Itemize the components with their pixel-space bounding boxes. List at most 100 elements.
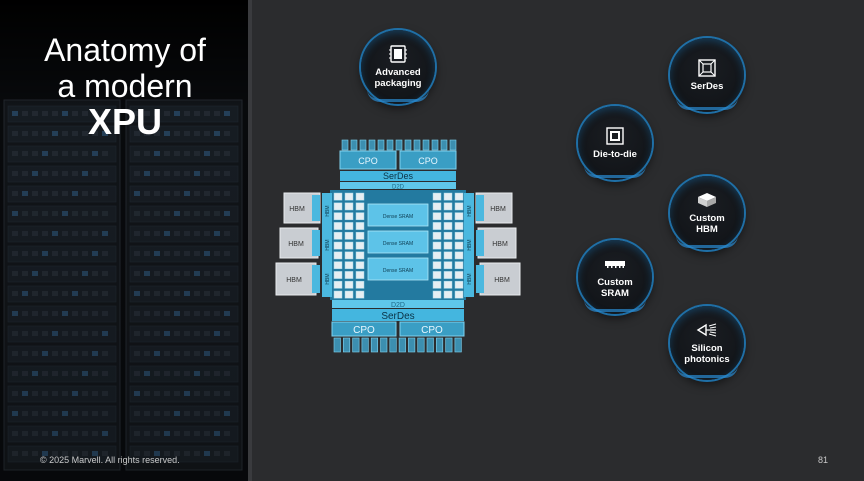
core-cell [454, 261, 464, 270]
left-phy-label-3: HBM [325, 273, 331, 284]
sram-block-2 [367, 230, 429, 254]
bubble-serdes: SerDes [670, 38, 744, 112]
label-line-1: Silicon [691, 343, 723, 354]
serdes-top [340, 171, 456, 181]
right-phy-label-1: HBM [467, 205, 473, 216]
core-cell [432, 261, 442, 270]
core-cell [355, 241, 365, 250]
pin [389, 337, 397, 353]
cpo-top-right [399, 150, 457, 170]
core-cell [443, 231, 453, 240]
bubble-custom-hbm-label: Custom HBM [689, 213, 724, 235]
core-cell [344, 202, 354, 211]
core-cell [344, 271, 354, 279]
title-line-3: XPU [87, 101, 163, 142]
core-cell [333, 271, 343, 279]
pin [408, 337, 416, 353]
label-line-2: HBM [696, 224, 718, 235]
label-line-1: Custom [689, 213, 725, 224]
left-phy-strip [322, 193, 332, 297]
serdes-top-label: SerDes [383, 171, 414, 181]
core-cell [454, 202, 464, 211]
serdes-chip-icon [696, 58, 718, 77]
pin [398, 337, 406, 353]
pin [422, 139, 430, 151]
hbm-right-2-label: HBM [492, 241, 508, 248]
core-cell [443, 251, 453, 260]
core-cell [355, 222, 365, 230]
pin [440, 139, 448, 151]
bubble-advanced-packaging: Advanced packaging [361, 30, 435, 104]
right-phy-label-3: HBM [467, 273, 473, 284]
bubble-custom-sram-label: Custom SRAM [597, 277, 632, 299]
bubble-die-to-die-label: Die-to-die [593, 148, 637, 160]
core-grid [333, 192, 464, 299]
sram-block-1 [367, 203, 429, 227]
pin [380, 337, 388, 353]
photonics-icon [696, 321, 718, 339]
core-cell [333, 251, 343, 260]
bottom-pins [333, 337, 462, 353]
core-cell [333, 212, 343, 221]
serdes-bottom [332, 309, 464, 321]
core-cell [454, 212, 464, 221]
right-phy-label-2: HBM [467, 239, 473, 250]
die-icon [604, 126, 626, 145]
core-cell [344, 290, 354, 299]
hbm-left-1-label: HBM [289, 206, 305, 213]
cpo-bottom-left-label: CPO [353, 325, 375, 336]
page-number: 81 [818, 455, 829, 465]
cpo-bottom-right [399, 321, 465, 337]
core-cell [344, 222, 354, 230]
cpo-top-right-label: CPO [418, 156, 438, 166]
core-cell [443, 271, 453, 279]
core-cell [333, 261, 343, 270]
pin [341, 139, 349, 151]
pin [350, 139, 358, 151]
pin [417, 337, 425, 353]
core-cell [432, 231, 442, 240]
core-cell [454, 231, 464, 240]
pin [359, 139, 367, 151]
hbm-right-1-label: HBM [490, 206, 506, 213]
slide-title: Anatomy of a modern XPU [20, 32, 230, 140]
d2d-top-label: D2D [392, 185, 405, 191]
cpo-top-left [339, 150, 397, 170]
core-cell [344, 241, 354, 250]
cpo-top-left-label: CPO [358, 156, 378, 166]
label-line-2: photonics [684, 354, 730, 365]
hbm-right-1: HBM [475, 192, 513, 224]
core-cell [355, 251, 365, 260]
title-line-1: Anatomy of [44, 32, 206, 68]
chip-package-icon [387, 45, 409, 63]
core-cell [344, 192, 354, 201]
d2d-bottom-label: D2D [391, 302, 405, 309]
memory-stack-icon [696, 191, 718, 209]
bubble-advanced-packaging-label: Advanced packaging [375, 67, 422, 89]
right-phy-strip [464, 193, 474, 297]
core-cell [432, 222, 442, 230]
core-cell [355, 290, 365, 299]
core-cell [432, 271, 442, 279]
d2d-bottom [332, 300, 464, 308]
sram-block-3 [367, 257, 429, 281]
server-racks-image [0, 0, 248, 481]
core-cell [454, 241, 464, 250]
core-cell [355, 271, 365, 279]
hbm-left-2-label: HBM [288, 241, 304, 248]
core-cell [333, 280, 343, 289]
pin [426, 337, 434, 353]
core-cell [333, 290, 343, 299]
pin [404, 139, 412, 151]
core-cell [355, 261, 365, 270]
pin [431, 139, 439, 151]
core-cell [432, 251, 442, 260]
core-cell [454, 192, 464, 201]
pin [343, 337, 351, 353]
label-line-2: SRAM [601, 288, 629, 299]
pin [377, 139, 385, 151]
bubble-silicon-photonics: Silicon photonics [670, 306, 744, 380]
core-cell [355, 231, 365, 240]
core-cell [432, 212, 442, 221]
label-line-1: Custom [597, 277, 633, 288]
